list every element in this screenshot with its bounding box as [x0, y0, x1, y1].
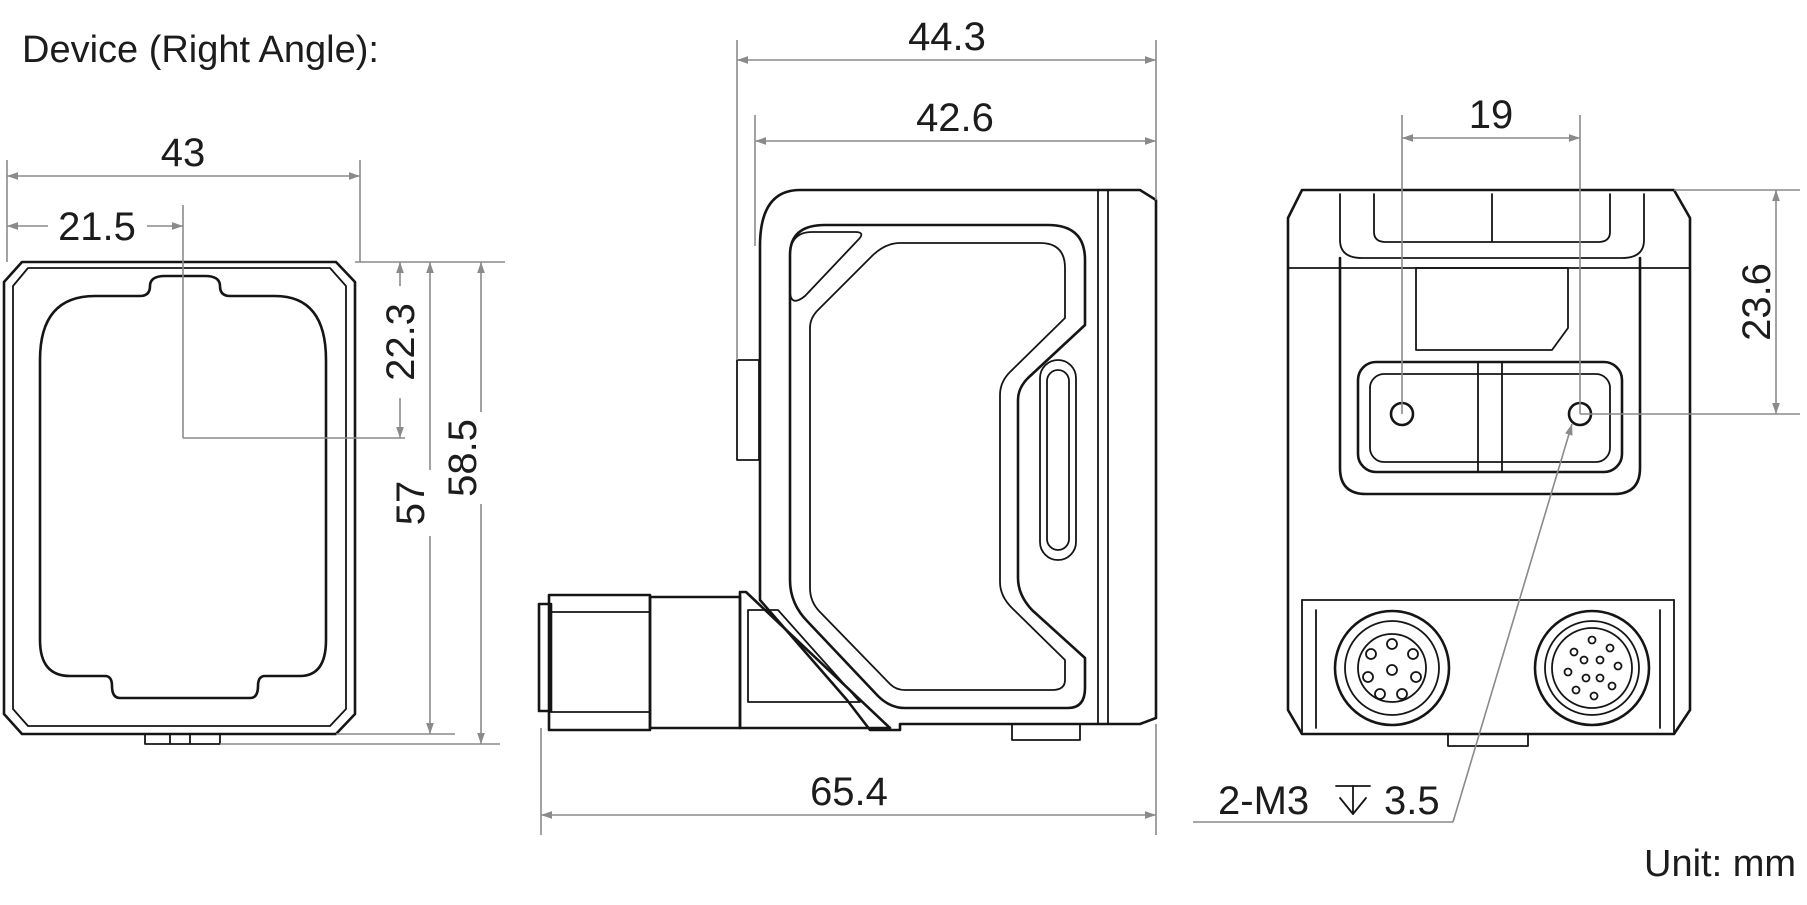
side-bottom-foot	[1011, 723, 1081, 741]
unit-label: Unit: mm	[1644, 843, 1796, 885]
side-window-outer	[788, 223, 1087, 710]
dim-rear-hole-spacing: 19	[1469, 93, 1514, 137]
connector-8-pin	[1333, 609, 1451, 727]
dim-front-half-width: 21.5	[58, 205, 136, 249]
rear-label-plate	[1415, 267, 1569, 351]
dim-side-top-width: 44.3	[908, 15, 986, 59]
dim-front-width: 43	[161, 131, 206, 175]
rear-mount-plate	[1356, 360, 1624, 474]
drawing-title: Device (Right Angle):	[22, 29, 379, 71]
front-body-outline	[2, 260, 357, 736]
front-window	[38, 274, 328, 700]
side-slot	[1039, 359, 1077, 561]
leader-line	[1452, 423, 1573, 823]
thread-spec: 2-M3	[1218, 779, 1309, 823]
dim-side-body-width: 42.6	[916, 96, 994, 140]
front-bottom-tab	[144, 733, 221, 745]
rear-mount-frame	[1338, 256, 1642, 496]
rear-bottom-foot	[1447, 733, 1529, 747]
connector-12-pin	[1533, 609, 1651, 727]
dim-front-total-height: 58.5	[441, 419, 485, 497]
side-connector-inner	[747, 609, 861, 703]
connector-plug	[547, 593, 652, 732]
connector-end	[537, 602, 553, 713]
front-view: 43 21.5 22.3 57 58.5	[2, 131, 505, 745]
label-mask	[462, 412, 500, 504]
label-mask	[412, 470, 448, 536]
side-view: 44.3 42.6 65.4	[537, 15, 1158, 835]
side-slot-inner	[1046, 369, 1070, 551]
connector-body	[648, 595, 742, 730]
dim-front-body-height: 57	[389, 481, 433, 526]
side-body-outline	[758, 188, 1158, 732]
rear-top-bracket	[1339, 193, 1645, 259]
depth-symbol-icon	[1335, 785, 1371, 815]
side-corner-slot	[789, 231, 863, 302]
rear-top-bracket-inner	[1373, 193, 1611, 243]
rear-mount-plate-inner	[1369, 373, 1611, 463]
rear-connector-housing	[1301, 599, 1675, 735]
dim-front-center-height: 22.3	[379, 303, 423, 381]
front-body-inner	[12, 267, 347, 727]
dim-rear-hole-height: 23.6	[1735, 263, 1779, 341]
side-window-inner	[809, 242, 1066, 691]
thread-depth: 3.5	[1384, 779, 1440, 823]
rear-view: 19 23.6 2-M3 3.5	[1193, 93, 1800, 823]
side-button	[736, 359, 760, 461]
dim-side-total-length: 65.4	[810, 770, 888, 814]
